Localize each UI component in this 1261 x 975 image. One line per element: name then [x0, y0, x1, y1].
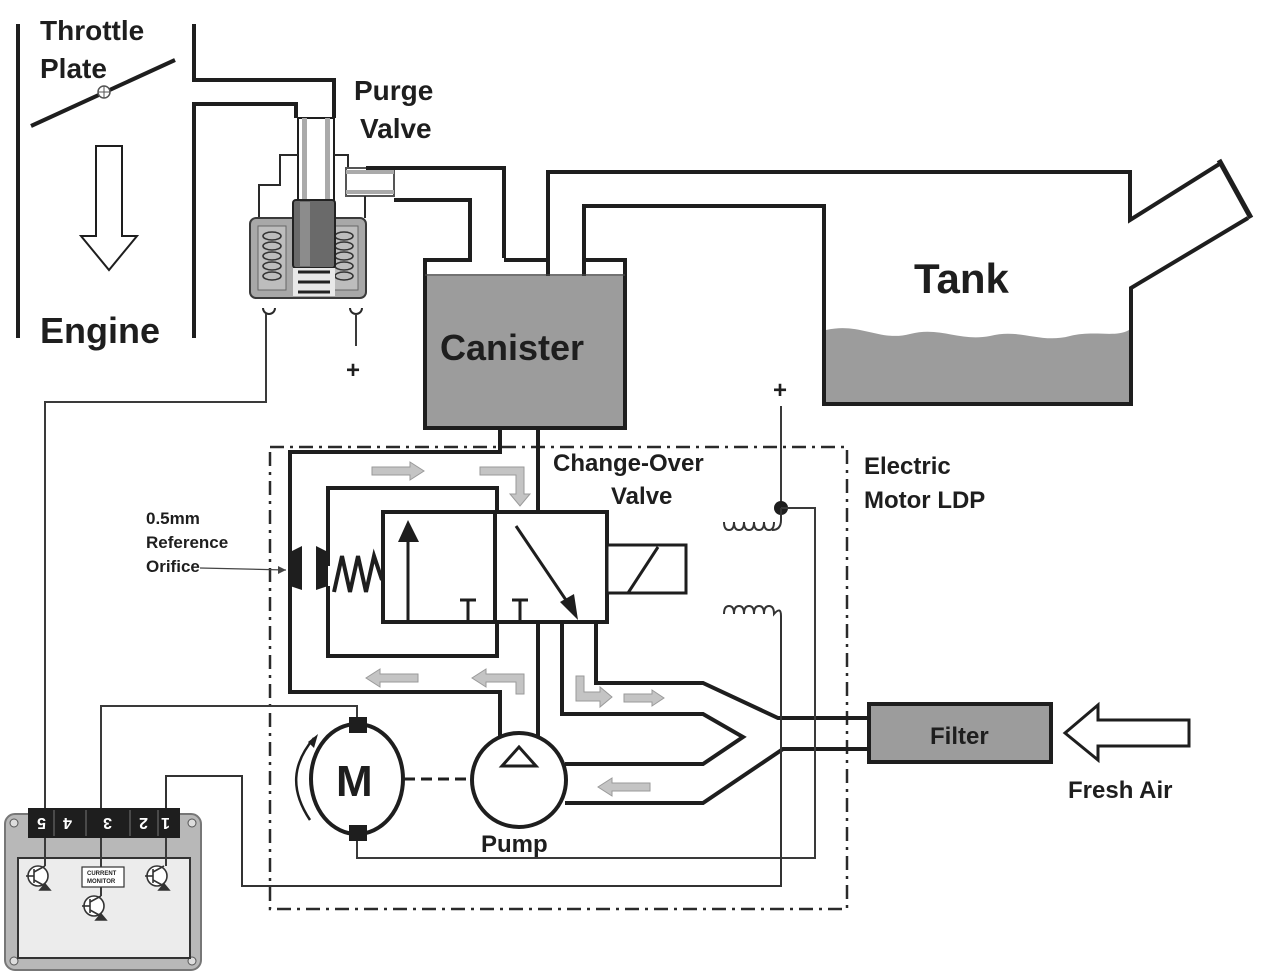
orifice-bypass-upper [326, 486, 499, 566]
ecu-pins: 5 4 3 2 1 [37, 810, 170, 836]
orifice-label-line1: 0.5mm [146, 509, 200, 528]
filter-body [867, 702, 1053, 764]
ecu-connector [28, 808, 180, 838]
ldp-module-boundary [268, 445, 849, 911]
change-over-label-line2: Valve [611, 483, 672, 510]
motor-brush-bottom [349, 825, 367, 841]
valve-diagonal-arrow-icon [514, 525, 572, 607]
motor-label: M [336, 757, 373, 806]
transistor-left-icon [26, 865, 52, 891]
intake-wall-right-lower [192, 102, 298, 338]
ecu-pin-3: 3 [103, 814, 112, 831]
purge-coil-left-icon [262, 231, 282, 281]
ecu-pin-1: 1 [161, 814, 170, 831]
ecu-pin-5: 5 [37, 814, 46, 831]
flow-arrow-corner-right-icon [575, 675, 613, 709]
throttle-label-line2: Plate [40, 53, 107, 84]
wire-ecu-to-purge-valve [44, 314, 267, 870]
ecu-module: 5 4 3 2 1 [4, 808, 202, 971]
fuel-tank: Tank [824, 255, 1131, 406]
orifice-bypass-lower [326, 586, 499, 658]
tank-label: Tank [914, 255, 1010, 302]
purge-terminal-left [262, 307, 276, 315]
canister-label: Canister [440, 327, 584, 368]
purge-valve: + Purge Valve [249, 75, 433, 384]
pump-label: Pump [481, 831, 548, 858]
intake-wall-right-upper [192, 24, 336, 118]
flow-arrows [365, 461, 665, 797]
current-monitor-box [81, 866, 125, 888]
current-monitor-label-line2: MONITOR [87, 879, 116, 885]
tank-to-canister-pipe-outer [546, 161, 1223, 296]
valve-solenoid [605, 543, 688, 595]
canister: Canister [423, 258, 627, 430]
wire-to-motor-brush [356, 507, 816, 859]
flow-arrow-down-icon [479, 466, 532, 507]
throttle-label-line1: Throttle [40, 15, 144, 46]
coil-lower-icon [165, 604, 782, 887]
coil-upper-icon [723, 508, 782, 532]
flow-arrow-right-2-icon [623, 689, 665, 707]
pump-housing [470, 731, 568, 829]
engine-label: Engine [40, 310, 160, 351]
pump-triangle-icon [498, 744, 540, 768]
purge-to-canister-pipe-inner [394, 198, 472, 262]
reference-orifice: 0.5mm Reference Orifice [146, 486, 499, 658]
transistor-right-icon [145, 865, 171, 891]
purge-spring-icon [298, 270, 330, 294]
valve-to-filter-pipe-upper [594, 622, 868, 720]
fuel-level [826, 328, 1129, 402]
filter: Filter [867, 702, 1053, 764]
flow-arrow-left-2-icon [597, 777, 651, 797]
valve-spring-icon [332, 548, 384, 593]
current-monitor-label-line1: CURRENT [87, 871, 117, 877]
change-over-label-line1: Change-Over [553, 450, 704, 477]
purge-to-canister-pipe-outer [366, 166, 506, 258]
purge-plunger [292, 199, 336, 269]
purge-valve-label-line2: Valve [360, 113, 432, 144]
ecu-pin-4: 4 [63, 814, 72, 831]
tank-filler-cap [1216, 158, 1254, 220]
valve-block-left-icon [460, 598, 476, 622]
electric-motor-label-line1: Electric [864, 453, 951, 480]
orifice-label-line3: Orifice [146, 557, 200, 576]
change-over-valve: Change-Over Valve [332, 450, 704, 624]
flow-arrow-corner-icon [471, 668, 525, 695]
transistor-center-icon [82, 895, 108, 921]
valve-block-right-icon [512, 598, 528, 622]
airflow-down-arrow-icon [78, 145, 140, 272]
fresh-air-label: Fresh Air [1068, 777, 1172, 804]
flow-arrow-right-icon [371, 461, 425, 481]
ecu-pin-2: 2 [139, 814, 148, 831]
wire-ecu-to-motor [100, 705, 358, 880]
filter-to-pump-pipe [565, 747, 868, 805]
fresh-air-arrow-icon [1062, 701, 1191, 764]
electric-motor-label-line2: Motor LDP [864, 487, 985, 514]
ldp-electrics: + Electric Motor LDP [165, 377, 985, 887]
purge-valve-label-line1: Purge [354, 75, 433, 106]
ldp-plus-label: + [773, 377, 787, 404]
purge-terminal-right [349, 307, 363, 315]
pump: Pump [470, 731, 568, 858]
orifice-pointer [199, 567, 287, 571]
pump-outlet-pipe [560, 622, 747, 766]
motor: M [295, 717, 405, 841]
rotation-arrow-icon [295, 737, 315, 821]
flow-arrow-left-icon [365, 668, 419, 688]
engine-intake: Throttle Plate Engine [16, 15, 336, 351]
filter-label: Filter [930, 723, 989, 750]
orifice-label-line2: Reference [146, 533, 228, 552]
purge-plus-label: + [346, 357, 360, 384]
motor-brush-top [349, 717, 367, 733]
